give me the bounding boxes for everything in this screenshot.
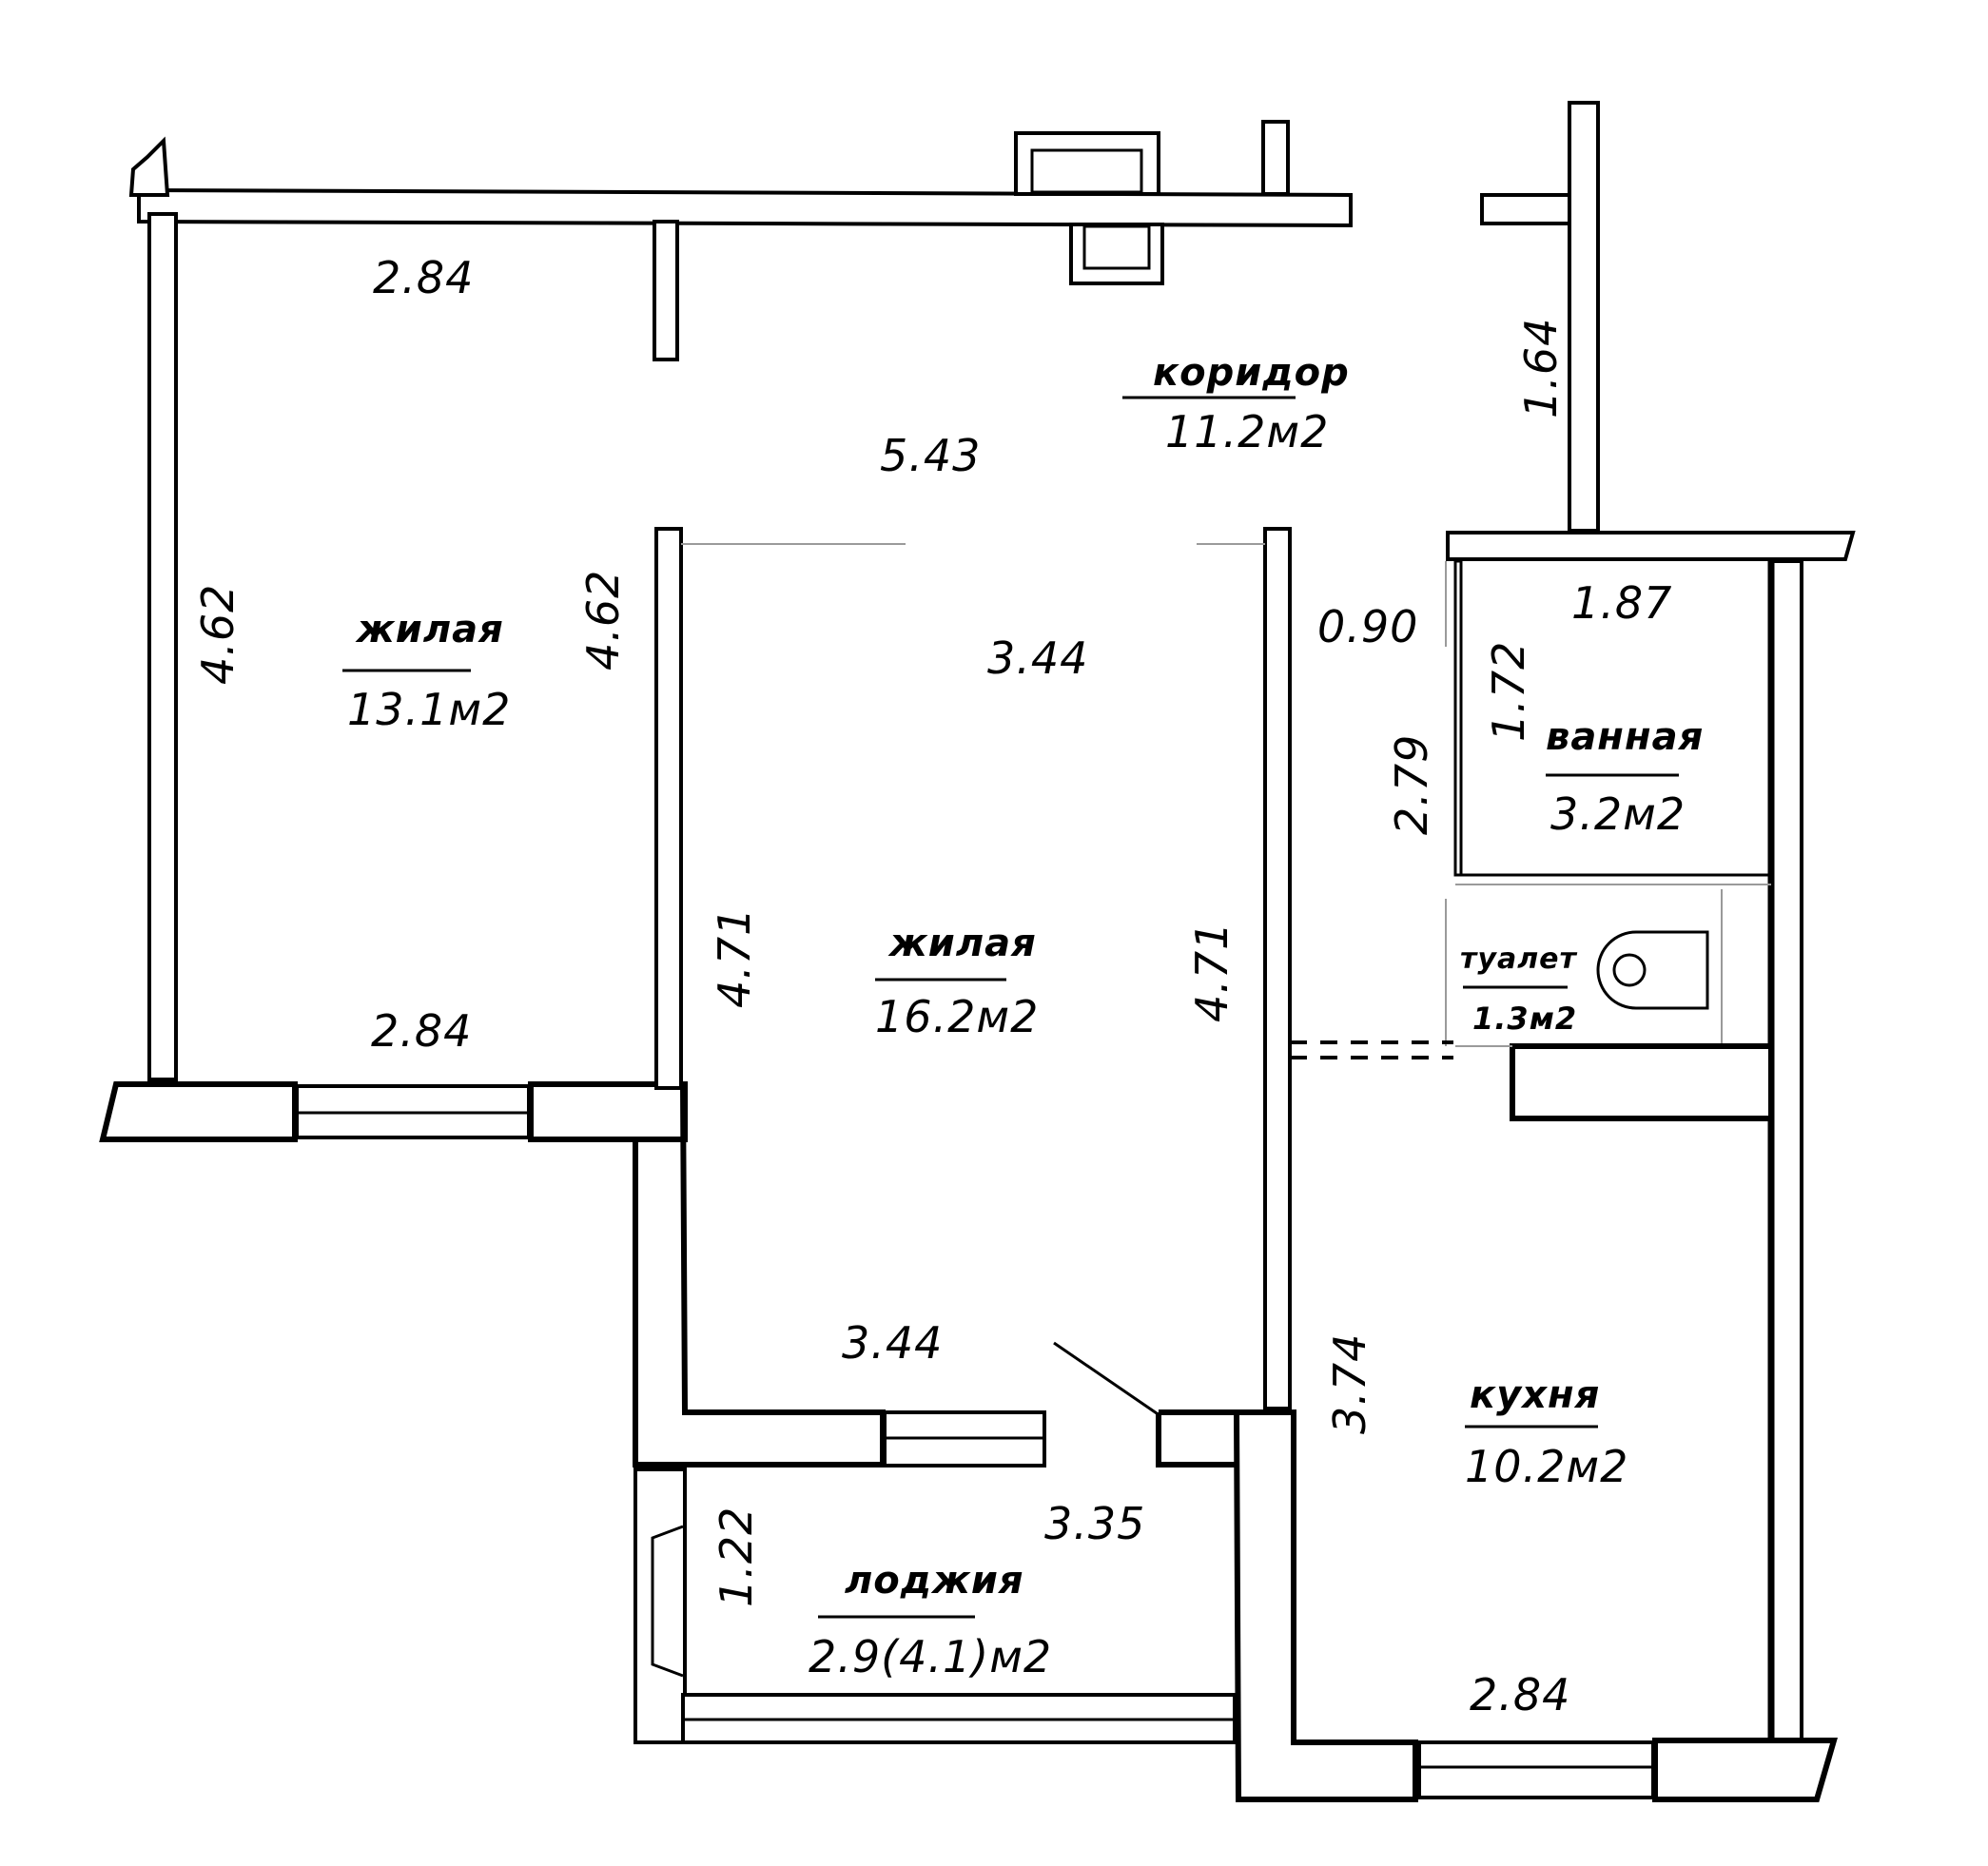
room-bath: ванная 3.2м2 xyxy=(1546,715,1704,840)
room-living-center: жилая 16.2м2 xyxy=(875,922,1039,1042)
kitchen-window xyxy=(1417,1740,1655,1799)
room-kitchen-area: 10.2м2 xyxy=(1465,1441,1628,1492)
vent-shaft-inner xyxy=(1030,148,1143,194)
room-living-center-name: жилая xyxy=(887,922,1037,965)
dim-bath-width: 1.87 xyxy=(1571,577,1672,629)
room-bath-name: ванная xyxy=(1546,715,1704,759)
dim-living-center-right: 4.71 xyxy=(1186,922,1238,1022)
left-wall xyxy=(147,212,178,1081)
vent-shaft-lower xyxy=(1069,223,1164,285)
dim-passage-width: 0.90 xyxy=(1317,601,1418,652)
room-living-left-name: жилая xyxy=(355,608,504,651)
dim-kitchen-width: 2.84 xyxy=(1470,1669,1570,1720)
kitchen-right-wall xyxy=(1652,1738,1838,1802)
top-left-corner xyxy=(128,136,170,197)
dim-corridor-length: 5.43 xyxy=(880,430,981,481)
kitchen-left-outline xyxy=(1233,1409,1418,1802)
vent-shaft-outer xyxy=(1014,131,1160,196)
center-left-partition xyxy=(654,527,683,1090)
dim-passage-length: 2.79 xyxy=(1386,734,1437,835)
bath-top-wall xyxy=(1446,531,1856,561)
room-loggia-area: 2.9(4.1)м2 xyxy=(809,1631,1052,1682)
right-corridor-wall xyxy=(1568,101,1600,533)
loggia-left-wall xyxy=(633,1468,687,1744)
room-living-left: жилая 13.1м2 xyxy=(342,608,511,735)
door-swing xyxy=(1053,1341,1158,1415)
center-right-partition xyxy=(1263,527,1292,1410)
dim-living-center-left: 4.71 xyxy=(709,907,760,1008)
living-left-bottom-wall-right xyxy=(528,1081,688,1142)
room-loggia-name: лоджия xyxy=(845,1559,1024,1603)
center-bottom-outline xyxy=(633,1083,886,1468)
room-corridor-name: коридор xyxy=(1153,351,1350,395)
bath-left-wall xyxy=(1453,559,1463,877)
dim-living-left-top: 2.84 xyxy=(373,252,474,303)
living-left-bottom-wall-left xyxy=(99,1081,298,1142)
dim-loggia-length: 3.35 xyxy=(1044,1498,1145,1549)
right-exterior-wall xyxy=(1769,559,1803,1742)
dim-living-left-left: 4.62 xyxy=(192,584,244,685)
room-toilet-area: 1.3м2 xyxy=(1472,1001,1577,1037)
dim-living-center-top: 3.44 xyxy=(987,632,1088,684)
room-bath-area: 3.2м2 xyxy=(1550,788,1686,840)
vent-shaft-lower-inner xyxy=(1082,224,1151,270)
room-living-left-area: 13.1м2 xyxy=(347,684,511,735)
dim-loggia-depth: 1.22 xyxy=(711,1506,762,1607)
dim-kitchen-depth: 3.74 xyxy=(1324,1333,1375,1434)
toilet-bottom-wall xyxy=(1510,1043,1774,1121)
room-loggia: лоджия 2.9(4.1)м2 xyxy=(809,1559,1052,1682)
top-wall xyxy=(137,187,1353,228)
room-kitchen-name: кухня xyxy=(1470,1373,1600,1417)
room-corridor-area: 11.2м2 xyxy=(1165,406,1329,457)
top-stub xyxy=(1261,120,1290,196)
dim-living-left-right: 4.62 xyxy=(577,570,629,671)
room-kitchen: кухня 10.2м2 xyxy=(1465,1373,1628,1492)
room-toilet-name: туалет xyxy=(1460,943,1578,976)
room-corridor: коридор 11.2м2 xyxy=(1122,351,1350,457)
toilet-bowl-icon xyxy=(1596,930,1709,1010)
dim-corridor-right: 1.64 xyxy=(1515,318,1567,418)
dim-living-left-bottom: 2.84 xyxy=(371,1005,472,1057)
partition-stub xyxy=(653,220,679,361)
room-living-center-area: 16.2м2 xyxy=(875,991,1039,1042)
dim-living-center-bottom: 3.44 xyxy=(842,1317,943,1369)
room-toilet: туалет 1.3м2 xyxy=(1460,943,1578,1037)
dim-bath-depth: 1.72 xyxy=(1483,641,1534,742)
loggia-left-niche xyxy=(651,1525,684,1678)
